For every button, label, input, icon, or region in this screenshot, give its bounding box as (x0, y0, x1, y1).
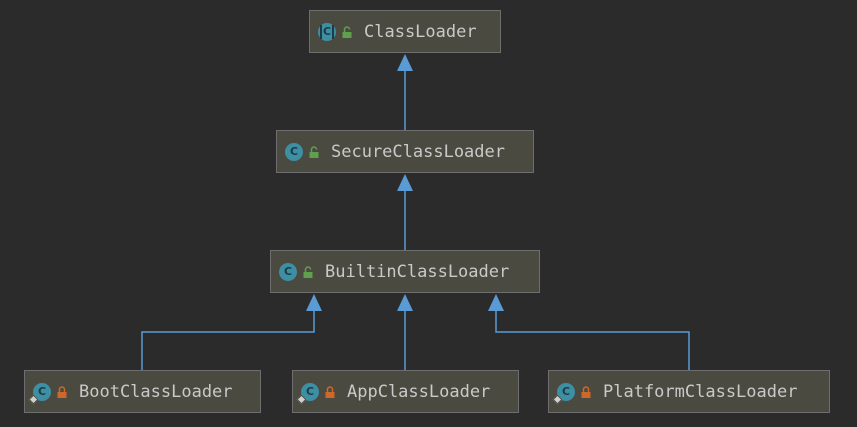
static-marker-icon (552, 394, 563, 404)
node-label: ClassLoader (364, 21, 477, 42)
node-label: BootClassLoader (79, 381, 233, 402)
private-lock-icon (57, 385, 67, 398)
static-marker-icon (296, 394, 307, 404)
static-class-icon: C (28, 382, 51, 404)
arrowhead-builtin-left (306, 294, 322, 311)
class-icon: C (279, 262, 297, 281)
node-classloader[interactable]: C ClassLoader (309, 10, 501, 53)
abstract-class-icon: C (318, 22, 336, 41)
public-lock-icon (303, 265, 313, 278)
private-lock-icon (581, 385, 591, 398)
edge-platform-to-builtin (495, 310, 690, 370)
arrowhead-builtin-right (488, 294, 504, 311)
static-class-icon: C (296, 382, 319, 404)
arrowhead-secure (397, 174, 413, 191)
node-appclassloader[interactable]: C AppClassLoader (292, 370, 519, 413)
public-lock-icon (309, 145, 319, 158)
node-builtinclassloader[interactable]: C BuiltinClassLoader (270, 250, 540, 293)
node-label: PlatformClassLoader (603, 381, 798, 402)
node-secureclassloader[interactable]: C SecureClassLoader (276, 130, 534, 173)
private-lock-icon (325, 385, 335, 398)
node-label: SecureClassLoader (331, 141, 505, 162)
node-bootclassloader[interactable]: C BootClassLoader (24, 370, 261, 413)
arrowhead-classloader (397, 54, 413, 71)
edge-boot-to-builtin (141, 310, 315, 370)
node-label: BuiltinClassLoader (325, 261, 510, 282)
class-icon: C (285, 142, 303, 161)
node-platformclassloader[interactable]: C PlatformClassLoader (548, 370, 830, 413)
static-marker-icon (28, 394, 39, 404)
arrowhead-builtin-center (397, 294, 413, 311)
node-label: AppClassLoader (347, 381, 491, 402)
static-class-icon: C (552, 382, 575, 404)
public-lock-icon (342, 25, 352, 38)
